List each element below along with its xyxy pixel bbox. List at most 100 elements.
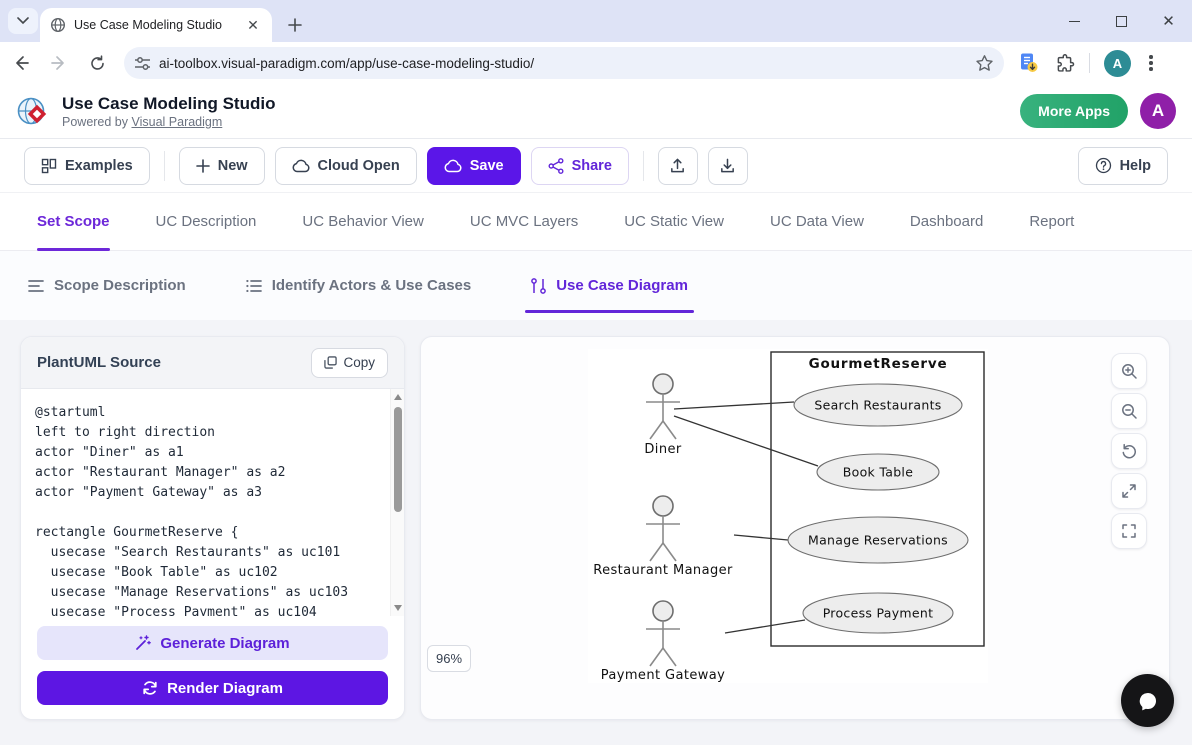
usecase-book-table[interactable] [816,453,940,491]
tab-dashboard[interactable]: Dashboard [909,213,984,230]
scroll-up-arrow-icon[interactable] [394,394,402,400]
association-lines [673,401,819,634]
examples-button[interactable]: Examples [24,146,150,185]
chat-widget-button[interactable] [1121,674,1174,727]
actor-restaurant-manager[interactable] [646,495,680,562]
plus-icon [288,18,302,32]
tab-search-button[interactable] [8,8,38,34]
save-button[interactable]: Save [426,146,521,185]
toolbar: Examples New Cloud Open Save Share [0,139,1192,193]
plantuml-source-panel: PlantUML Source Copy @startuml left to r… [20,336,405,720]
browser-tab[interactable]: Use Case Modeling Studio ✕ [40,8,272,42]
tab-report[interactable]: Report [1029,213,1075,230]
sub-tab-bar: Scope Description Identify Actors & Use … [0,251,1192,320]
scrollbar-thumb[interactable] [393,407,402,512]
tab-uc-description[interactable]: UC Description [155,213,257,230]
help-button[interactable]: Help [1077,146,1168,185]
refresh-icon [143,681,157,695]
actor-restaurant-manager-label: Restaurant Manager [593,563,733,578]
share-button[interactable]: Share [530,146,629,185]
app-title-block: Use Case Modeling Studio Powered by Visu… [62,94,275,129]
tab-set-scope[interactable]: Set Scope [37,193,110,251]
diagram-panel: GourmetReserve Search Restaurants Book T… [420,336,1170,720]
user-avatar[interactable]: A [1140,93,1176,129]
arrow-right-icon [51,56,64,70]
list-icon [246,279,262,292]
browser-tab-strip: Use Case Modeling Studio ✕ ✕ [0,0,1192,42]
subtab-label: Use Case Diagram [556,277,688,294]
render-diagram-label: Render Diagram [167,679,283,697]
generate-diagram-button[interactable]: Generate Diagram [37,626,388,660]
browser-extension-area: A [1018,49,1157,77]
subtab-scope-description[interactable]: Scope Description [28,251,186,320]
tab-close-icon[interactable]: ✕ [247,16,259,33]
reload-button[interactable] [80,46,114,80]
window-close-button[interactable]: ✕ [1145,0,1192,42]
share-icon [548,157,564,174]
code-editor[interactable]: @startuml left to right direction actor … [21,389,404,616]
upload-icon [671,158,685,173]
tab-uc-static-view[interactable]: UC Static View [624,213,724,230]
plus-icon [195,158,210,173]
new-button[interactable]: New [178,146,265,185]
use-case-nodes: Search Restaurants Book Table Manage Res… [787,383,969,634]
tab-uc-data-view[interactable]: UC Data View [769,213,864,230]
scroll-down-arrow-icon[interactable] [394,605,402,611]
svg-text:Manage Reservations: Manage Reservations [808,533,948,548]
more-apps-button[interactable]: More Apps [1020,94,1128,128]
cloud-save-icon [444,159,462,172]
source-panel-header: PlantUML Source Copy [21,337,404,389]
source-panel-title: PlantUML Source [37,354,161,371]
svg-text:Book Table: Book Table [843,465,913,480]
bookmark-star-icon[interactable] [975,54,994,73]
code-scrollbar[interactable] [390,389,404,616]
tab-title: Use Case Modeling Studio [74,18,222,32]
copy-label: Copy [343,355,375,370]
zoom-in-button[interactable] [1111,353,1147,389]
back-button[interactable] [4,46,38,80]
browser-menu-button[interactable] [1145,51,1157,75]
forward-button[interactable] [42,46,76,80]
visual-paradigm-logo [17,97,47,125]
subtab-label: Scope Description [54,277,186,294]
fit-to-screen-button[interactable] [1111,473,1147,509]
window-maximize-button[interactable] [1098,0,1145,42]
reset-view-button[interactable] [1111,433,1147,469]
usecase-manage-reservations[interactable] [787,516,969,564]
save-label: Save [469,157,504,174]
subtab-identify-actors-use-cases[interactable]: Identify Actors & Use Cases [246,251,471,320]
undo-rotate-icon [1122,443,1136,459]
reading-list-extension-icon[interactable] [1018,52,1040,74]
fullscreen-corners-icon [1122,524,1136,538]
close-icon: ✕ [1162,12,1175,30]
zoom-out-button[interactable] [1111,393,1147,429]
tab-uc-mvc-layers[interactable]: UC MVC Layers [469,213,579,230]
tab-uc-behavior-view[interactable]: UC Behavior View [302,213,424,230]
usecase-process-payment[interactable] [802,592,954,634]
diagram-icon [531,277,547,294]
extensions-puzzle-icon[interactable] [1054,53,1075,74]
usecase-search-restaurants[interactable] [793,383,963,427]
actor-payment-gateway[interactable] [646,600,680,667]
window-minimize-button[interactable] [1051,0,1098,42]
url-bar[interactable]: ai-toolbox.visual-paradigm.com/app/use-c… [124,47,1004,79]
diagram-canvas[interactable]: GourmetReserve Search Restaurants Book T… [588,349,988,683]
new-label: New [217,157,248,174]
cloud-open-button[interactable]: Cloud Open [274,146,417,185]
magic-wand-icon [136,635,152,650]
arrow-left-icon [16,56,29,70]
render-diagram-button[interactable]: Render Diagram [37,671,388,705]
examples-label: Examples [65,157,133,174]
browser-profile-avatar[interactable]: A [1104,49,1131,77]
visual-paradigm-link[interactable]: Visual Paradigm [131,114,223,129]
app-header: Use Case Modeling Studio Powered by Visu… [0,84,1192,139]
plantuml-code[interactable]: @startuml left to right direction actor … [35,405,349,616]
fullscreen-button[interactable] [1111,513,1147,549]
browser-url-row: ai-toolbox.visual-paradigm.com/app/use-c… [0,42,1192,84]
subtab-use-case-diagram[interactable]: Use Case Diagram [525,251,694,320]
import-button[interactable] [657,146,698,185]
export-button[interactable] [707,146,748,185]
copy-button[interactable]: Copy [311,347,388,378]
new-tab-button[interactable] [282,12,308,38]
actor-diner[interactable] [646,373,680,440]
